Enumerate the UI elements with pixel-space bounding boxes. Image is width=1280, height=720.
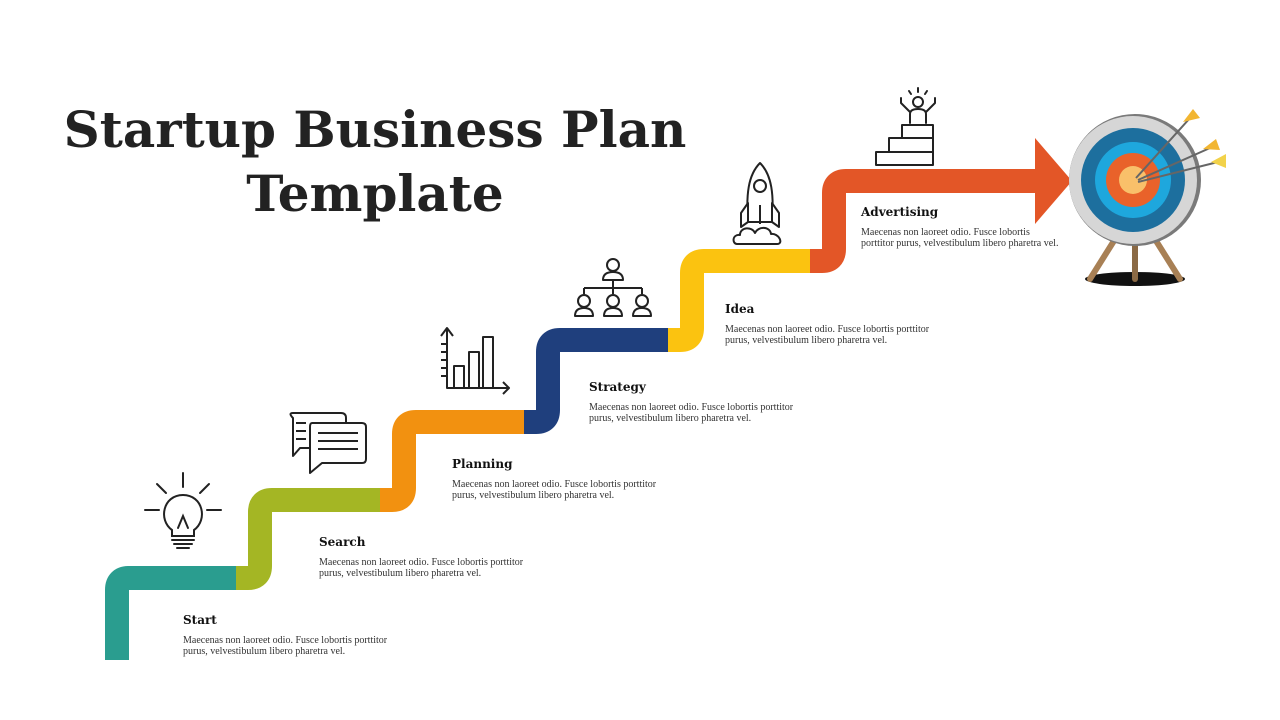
step-title-strategy: Strategy [589,380,646,394]
step-title-search: Search [319,535,366,549]
step-desc-strategy: Maecenas non laoreet odio. Fusce loborti… [589,402,794,424]
step-desc-idea: Maecenas non laoreet odio. Fusce loborti… [725,324,930,346]
step-desc-advertising: Maecenas non laoreet odio. Fusce loborti… [861,227,1059,249]
lightbulb-icon [144,472,222,549]
title-line-1: Startup Business Plan [63,100,687,159]
path-segment-idea [668,249,810,352]
chat-bubbles-icon [289,412,367,474]
step-desc-search: Maecenas non laoreet odio. Fusce loborti… [319,557,524,579]
bar-chart-icon [440,327,510,395]
path-segment-strategy [524,328,668,434]
target-icon [1069,109,1226,286]
step-title-idea: Idea [725,302,755,316]
success-stairs-icon [875,87,936,166]
title-line-2: Template [246,164,504,223]
step-title-planning: Planning [452,457,513,471]
page-title: Startup Business Plan Template [60,98,690,226]
step-title-advertising: Advertising [861,205,939,219]
org-chart-icon [574,258,652,317]
step-title-start: Start [183,613,217,627]
rocket-icon [732,162,782,245]
path-segment-planning [380,410,524,512]
step-desc-planning: Maecenas non laoreet odio. Fusce loborti… [452,479,657,501]
path-segment-start [105,566,236,660]
path-segment-advertising [810,169,1040,273]
path-segment-search [236,488,380,590]
step-desc-start: Maecenas non laoreet odio. Fusce loborti… [183,635,388,657]
arrow-head [1035,138,1072,224]
